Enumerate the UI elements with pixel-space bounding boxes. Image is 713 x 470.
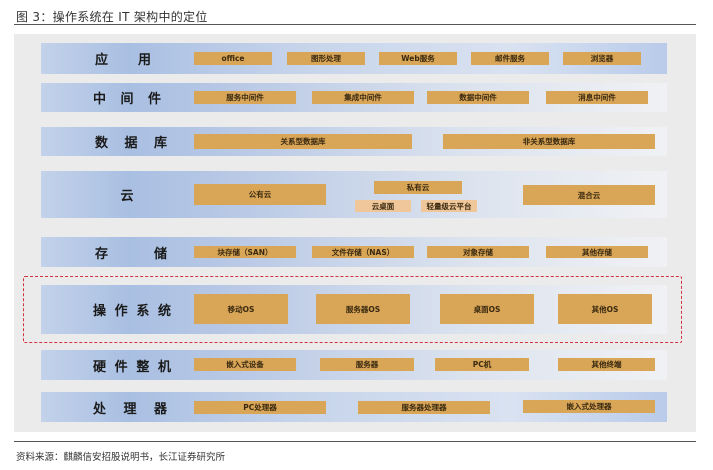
layer-label: 硬 件 整 机 [93,359,171,375]
item-public-cloud: 公有云 [194,184,326,205]
item-file-storage: 文件存储（NAS） [312,246,414,258]
layer-label: 云 [120,189,134,204]
item-message-middleware: 消息中间件 [546,91,648,104]
item-server: 服务器 [320,358,414,371]
item-pc-processor: PC处理器 [194,401,326,414]
item-block-storage: 块存储（SAN） [194,246,296,258]
item-embedded-device: 嵌入式设备 [194,358,296,371]
item-lightweight-cloud-platform: 轻量级云平台 [421,200,477,212]
item-nonrelational-db: 非关系型数据库 [443,134,655,149]
item-desktop-os: 桌面OS [440,294,534,324]
item-server-os: 服务器OS [316,294,410,324]
layer-hardware: 硬 件 整 机 嵌入式设备 服务器 PC机 其他终端 [41,350,667,380]
figure-source: 资料来源：麒麟信安招股说明书，长江证券研究所 [16,452,226,463]
item-pc: PC机 [435,358,529,371]
item-mail-service: 邮件服务 [471,52,549,65]
item-office: office [194,52,272,65]
item-other-terminal: 其他终端 [558,358,655,371]
layer-label: 应 用 [95,53,151,68]
item-data-middleware: 数据中间件 [427,91,529,104]
layer-label: 数 据 库 [95,136,167,151]
item-integration-middleware: 集成中间件 [312,91,414,104]
item-cloud-desktop: 云桌面 [355,200,411,212]
layer-middleware: 中 间 件 服务中间件 集成中间件 数据中间件 消息中间件 [41,83,667,112]
layer-label: 处 理 器 [93,401,167,417]
item-embedded-processor: 嵌入式处理器 [523,400,655,413]
source-divider [14,441,696,442]
layer-processor: 处 理 器 PC处理器 服务器处理器 嵌入式处理器 [41,392,667,422]
item-mobile-os: 移动OS [194,294,288,324]
layer-operating-system: 操 作 系 统 移动OS 服务器OS 桌面OS 其他OS [41,285,667,334]
layer-label: 操 作 系 统 [93,304,171,319]
layer-cloud: 云 公有云 私有云 云桌面 轻量级云平台 混合云 [41,171,667,218]
layer-application: 应 用 office 图形处理 Web服务 邮件服务 浏览器 [41,43,667,74]
item-hybrid-cloud: 混合云 [523,185,655,205]
item-other-os: 其他OS [558,294,652,324]
item-service-middleware: 服务中间件 [194,91,296,104]
item-relational-db: 关系型数据库 [194,134,412,149]
layer-database: 数 据 库 关系型数据库 非关系型数据库 [41,127,667,156]
item-other-storage: 其他存储 [546,246,648,258]
layer-label: 存 储 [95,246,167,262]
title-divider [14,24,696,25]
layer-storage: 存 储 块存储（SAN） 文件存储（NAS） 对象存储 其他存储 [41,237,667,267]
highlight-frame [23,276,682,343]
figure-title: 图 3：操作系统在 IT 架构中的定位 [16,10,208,24]
item-web-service: Web服务 [379,52,457,65]
layer-label: 中 间 件 [93,92,161,107]
item-graphics: 图形处理 [287,52,365,65]
item-object-storage: 对象存储 [427,246,529,258]
item-browser: 浏览器 [563,52,641,65]
item-private-cloud: 私有云 [374,181,462,194]
item-server-processor: 服务器处理器 [358,401,490,414]
